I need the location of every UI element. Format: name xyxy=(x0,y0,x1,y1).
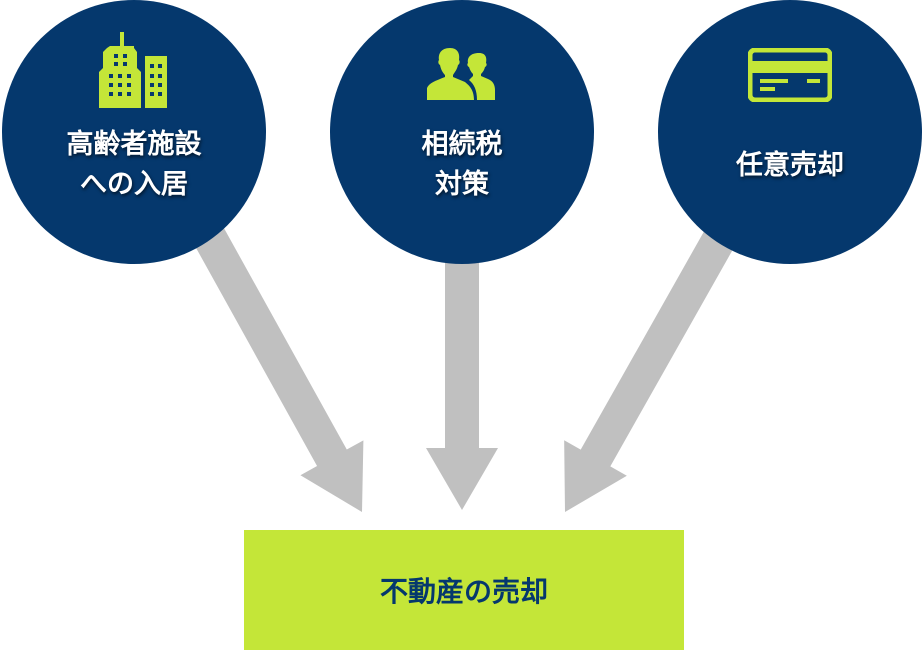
result-label: 不動産の売却 xyxy=(379,575,548,608)
cause-label-line: 任意売却 xyxy=(736,150,844,181)
cause-circle-inheritance-tax: 相続税 対策 xyxy=(330,0,594,264)
cause-circle-nursing-home: 高齢者施設 への入居 xyxy=(2,0,266,264)
people-icon xyxy=(427,48,495,100)
arrow-center xyxy=(426,240,498,510)
arrow-right xyxy=(564,211,745,512)
cause-circle-voluntary-sale: 任意売却 xyxy=(658,0,922,264)
cause-label-line: 高齢者施設 xyxy=(66,129,202,160)
buildings-icon xyxy=(99,32,167,108)
cause-label-line: 相続税 xyxy=(421,129,503,160)
cause-label-line: への入居 xyxy=(80,169,188,200)
cause-label-line: 対策 xyxy=(435,169,489,200)
credit-card-icon xyxy=(748,48,832,102)
arrow-left xyxy=(185,211,364,512)
result-box: 不動産の売却 xyxy=(244,530,684,650)
